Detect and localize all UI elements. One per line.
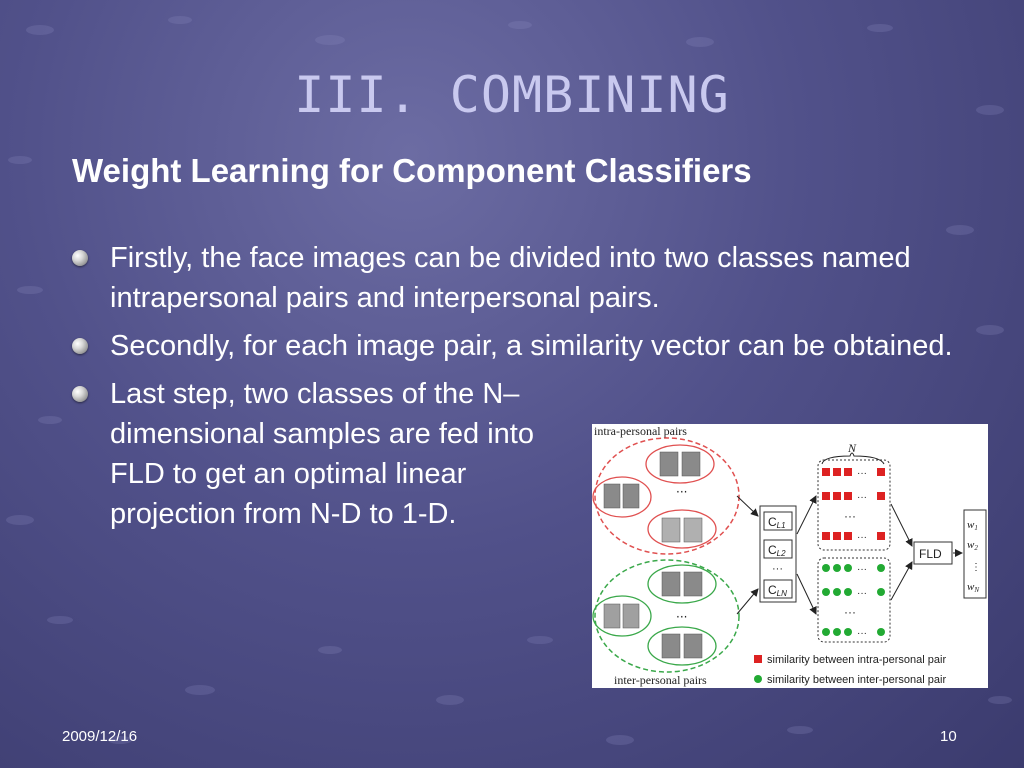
bullet-icon	[72, 338, 88, 354]
weights-block	[963, 509, 987, 599]
inter-vectors-group	[817, 557, 891, 643]
legend-inter-marker	[754, 675, 762, 683]
bullet-item: Firstly, the face images can be divided …	[72, 238, 972, 318]
svg-text:FLD: FLD	[919, 547, 942, 561]
intra-pair-ellipse	[592, 476, 652, 518]
svg-text:···: ···	[857, 588, 867, 599]
slide-title: III. COMBINING	[294, 66, 730, 124]
inter-group-ellipse	[594, 559, 740, 673]
svg-text:···: ···	[857, 492, 867, 503]
bullet-text: Secondly, for each image pair, a similar…	[110, 330, 953, 362]
classifier-cln: CLN	[763, 579, 793, 599]
bullet-text: Firstly, the face images can be divided …	[110, 242, 911, 314]
svg-text:w1: w1	[967, 519, 978, 532]
bullet-icon	[72, 250, 88, 266]
svg-text:⋮: ⋮	[971, 562, 981, 573]
bullet-item: Secondly, for each image pair, a similar…	[72, 326, 972, 366]
svg-text:···: ···	[676, 610, 687, 624]
svg-text:···: ···	[844, 605, 856, 619]
footer-date: 2009/12/16	[62, 728, 138, 745]
slide-subtitle: Weight Learning for Component Classifier…	[72, 152, 752, 189]
face-thumbnails	[603, 451, 703, 543]
bullet-list: Firstly, the face images can be divided …	[72, 238, 972, 542]
intra-pairs-label: intra-personal pairs	[594, 424, 687, 438]
classifier-cl2: CL2	[763, 539, 793, 559]
legend-intra-text: similarity between intra-personal pair	[767, 654, 946, 666]
svg-text:···: ···	[857, 628, 867, 639]
svg-text:wN: wN	[967, 581, 979, 594]
inter-pair-ellipse	[592, 595, 652, 637]
bullet-icon	[72, 386, 88, 402]
svg-text:CLN: CLN	[768, 583, 787, 598]
svg-text:···: ···	[844, 509, 856, 523]
classifier-cl1: CL1	[763, 511, 793, 531]
svg-text:···: ···	[772, 563, 783, 575]
legend-inter-text: similarity between inter-personal pair	[767, 674, 946, 686]
n-dimension-label: N	[847, 441, 857, 455]
inter-pairs-label: inter-personal pairs	[614, 673, 707, 687]
svg-text:···: ···	[857, 468, 867, 479]
diagram-svg: intra-personal pairs ··· ··· inter-perso…	[592, 424, 987, 687]
page-number: 10	[940, 728, 957, 745]
svg-text:CL1: CL1	[768, 515, 786, 530]
intra-pair-ellipse	[647, 509, 717, 549]
intra-pair-ellipse	[645, 444, 715, 484]
svg-text:w2: w2	[967, 539, 978, 552]
classifier-block	[759, 505, 797, 603]
inter-pair-ellipse	[647, 626, 717, 666]
intra-group-ellipse	[594, 437, 740, 555]
svg-text:···: ···	[857, 564, 867, 575]
svg-text:CL2: CL2	[768, 543, 786, 558]
bullet-text: Last step, two classes of the N–dimensio…	[110, 378, 534, 530]
weight-learning-diagram: intra-personal pairs ··· ··· inter-perso…	[592, 424, 988, 688]
legend-intra-marker	[754, 655, 762, 663]
svg-text:···: ···	[857, 532, 867, 543]
intra-vectors-group	[817, 459, 891, 551]
inter-similarity-dots	[822, 564, 885, 636]
svg-text:···: ···	[676, 485, 687, 499]
fld-box: FLD	[913, 541, 953, 565]
inter-pair-ellipse	[647, 564, 717, 604]
bullet-item: Last step, two classes of the N–dimensio…	[72, 374, 580, 534]
intra-similarity-squares	[822, 468, 885, 540]
